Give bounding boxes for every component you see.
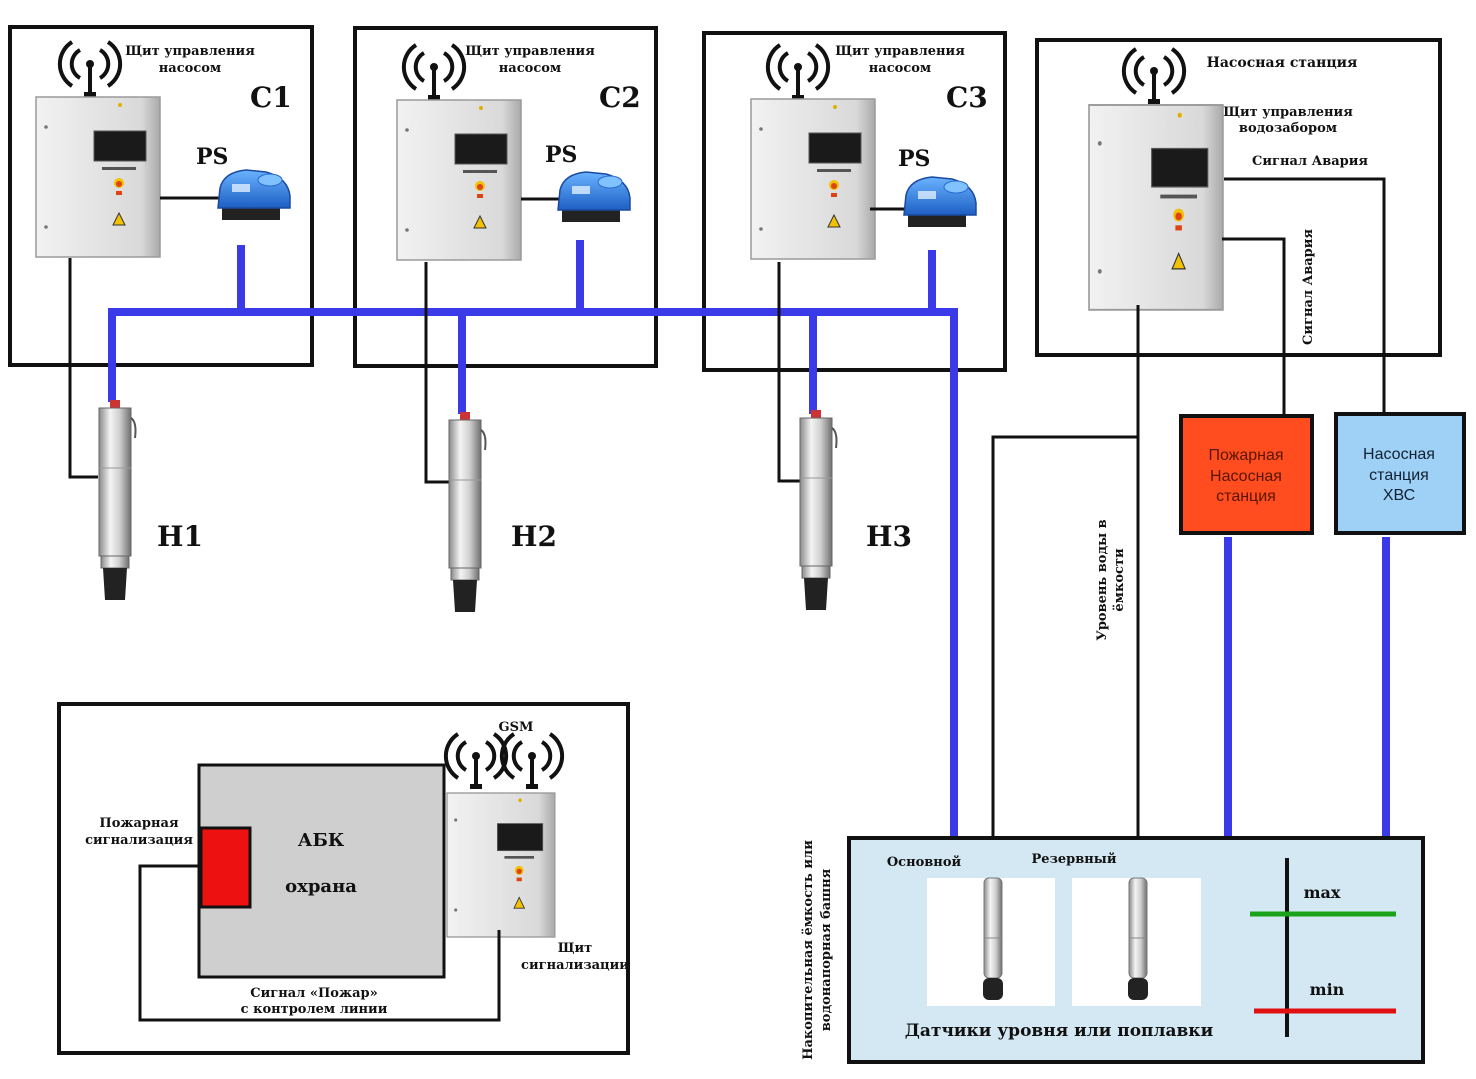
controller-title: Щит управления (835, 44, 965, 59)
controller-box-c2 (353, 26, 658, 368)
controller-title: насосом (869, 61, 931, 76)
submersible-pump-icon (799, 409, 838, 611)
fire-signal-label: Сигнал «Пожар» (250, 986, 377, 1001)
fire-station-label: Пожарная (1208, 447, 1283, 464)
fire-alarm-label: сигнализация (85, 833, 193, 848)
tank-side-label: Накопительная ёмкость или (801, 840, 816, 1060)
pump-label: Н1 (157, 520, 203, 553)
pump-station-title: Насосная станция (1207, 55, 1358, 71)
control-cabinet-c3 (750, 98, 876, 260)
abk-security: охрана (285, 876, 357, 897)
abk-box (57, 702, 630, 1055)
controller-title: насосом (499, 61, 561, 76)
fire-signal-label: с контролем линии (241, 1002, 388, 1017)
level-sensor-icon (982, 877, 1004, 1001)
control-cabinet-c1 (35, 96, 161, 258)
alarm-signal-label: Сигнал Авария (1301, 229, 1316, 345)
cold-water-station-label: Насосная (1363, 446, 1435, 463)
fire-alarm-label: Пожарная (99, 816, 179, 831)
intake-panel-label: Щит управления (1223, 105, 1353, 120)
alarm-panel-label: сигнализации (521, 958, 629, 973)
control-cabinet-alarm (446, 792, 556, 938)
pump-label: Н3 (866, 520, 912, 553)
antenna-icon (765, 43, 831, 102)
controller-id: С2 (599, 81, 641, 114)
submersible-pump-icon (98, 399, 137, 601)
fire-station-label: Насосная (1210, 468, 1282, 485)
antenna-icon (443, 732, 509, 791)
pump-station-box (1035, 38, 1442, 357)
switch-label: PS (545, 142, 577, 168)
antenna-icon (1121, 47, 1187, 106)
antenna-icon (499, 732, 565, 791)
fire-station-label: станция (1216, 488, 1276, 505)
fire-alarm-panel (199, 826, 252, 909)
antenna-icon (57, 40, 123, 99)
reserve-sensor-label: Резервный (1032, 852, 1117, 867)
cold-water-pump-station (1334, 412, 1466, 535)
alarm-signal-label: Сигнал Авария (1252, 154, 1368, 169)
pressure-switch-icon (903, 176, 977, 228)
min-label: min (1310, 980, 1345, 999)
controller-id: С3 (946, 81, 988, 114)
gsm-label: GSM (499, 720, 534, 735)
pressure-switch-icon (557, 171, 631, 223)
fire-pump-station (1179, 414, 1314, 535)
controller-id: С1 (250, 81, 292, 114)
level-signal-label: Уровень воды в (1095, 519, 1110, 640)
pressure-switch-icon (217, 169, 291, 221)
control-cabinet-intake (1088, 104, 1224, 311)
pump-label: Н2 (511, 520, 557, 553)
controller-box-c3 (702, 31, 1007, 372)
cold-water-station-label: станция (1369, 467, 1429, 484)
alarm-panel-label: Щит (558, 941, 593, 956)
sensors-caption: Датчики уровня или поплавки (905, 1021, 1214, 1041)
controller-title: насосом (159, 61, 221, 76)
controller-title: Щит управления (125, 44, 255, 59)
level-signal-label: ёмкости (1112, 548, 1127, 612)
cold-water-station-label: ХВС (1383, 487, 1415, 504)
max-label: max (1304, 883, 1341, 902)
antenna-icon (401, 43, 467, 102)
switch-label: PS (196, 144, 228, 170)
main-sensor-label: Основной (887, 855, 962, 870)
controller-box-c1 (8, 25, 314, 367)
water-pipe (108, 240, 1390, 838)
submersible-pump-icon (448, 411, 487, 613)
tank-side-label: водонапорная башня (819, 868, 834, 1031)
switch-label: PS (898, 146, 930, 172)
intake-panel-label: водозабором (1239, 121, 1337, 136)
controller-title: Щит управления (465, 44, 595, 59)
abk-title: АБК (298, 830, 345, 851)
control-cabinet-c2 (396, 99, 522, 261)
level-sensor-icon (1127, 877, 1149, 1001)
